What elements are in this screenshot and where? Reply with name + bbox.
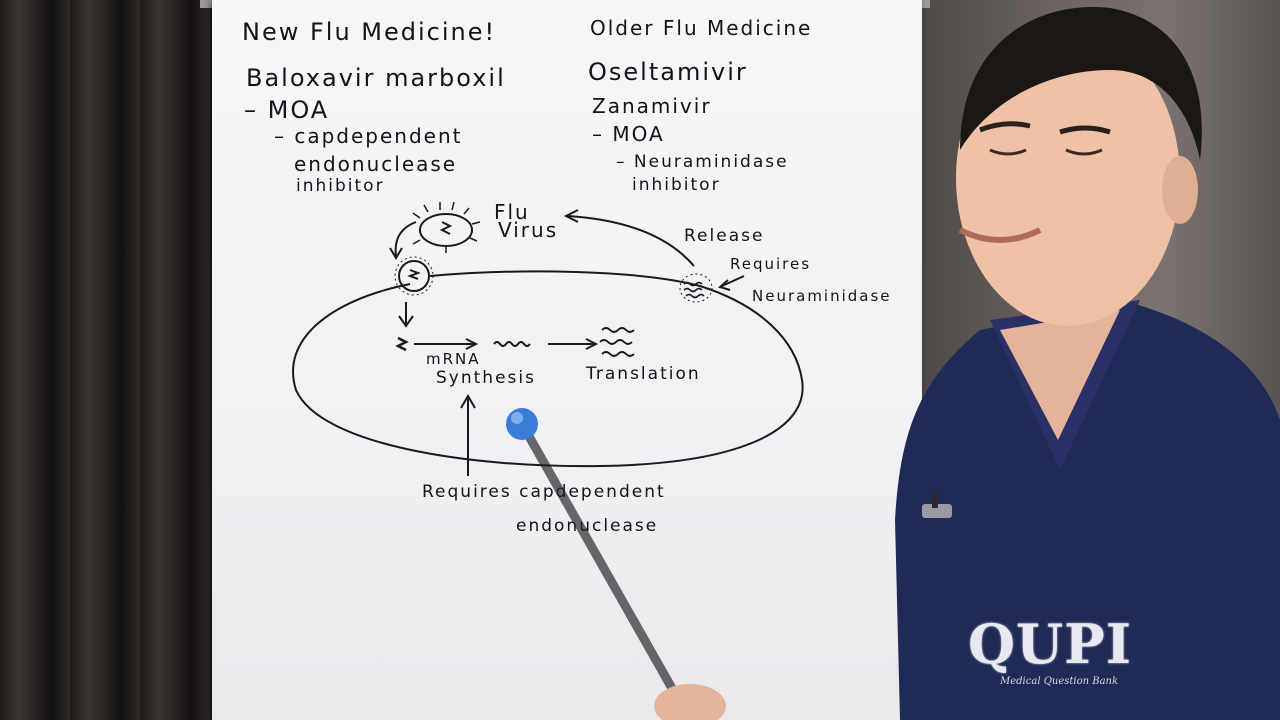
requires-cap-label: Requires capdependent	[422, 482, 666, 502]
pointer-stick	[517, 419, 695, 720]
whiteboard	[212, 0, 922, 720]
qupi-logo: QUPI	[968, 612, 1132, 676]
flu-virus-particle	[412, 201, 481, 253]
mrna-label: mRNA	[426, 350, 481, 368]
pointer-tip	[506, 408, 538, 440]
protein-squiggles-icon	[599, 327, 635, 357]
right-heading: Older Flu Medicine	[590, 16, 813, 40]
presenter-hand	[654, 684, 726, 720]
endonuclease-label: endonuclease	[516, 516, 659, 536]
neuraminidase-label: Neuraminidase	[752, 287, 892, 305]
translation-arrow	[548, 338, 599, 350]
release-arrow	[567, 215, 695, 267]
endonuclease-arrow	[460, 394, 476, 476]
requires-arrow	[717, 275, 745, 291]
right-drug-2: Zanamivir	[592, 94, 712, 118]
left-drug-name: Baloxavir marboxil	[246, 64, 506, 92]
presenter-face	[956, 30, 1180, 326]
left-mechanism-line2: endonuclease	[294, 152, 458, 176]
left-moa-label: – MOA	[244, 96, 330, 124]
right-moa-label: – MOA	[592, 122, 665, 146]
right-drug-1: Oseltamivir	[588, 58, 748, 86]
presenter-mouth	[958, 227, 1042, 243]
curtain-backdrop	[0, 0, 230, 720]
requires-label: Requires	[730, 255, 812, 273]
translation-label: Translation	[586, 364, 701, 384]
release-label: Release	[684, 226, 765, 246]
qupi-logo-tagline: Medical Question Bank	[1000, 676, 1119, 687]
left-heading: New Flu Medicine!	[242, 18, 497, 46]
entry-arrow	[394, 221, 417, 257]
virus-entering-cell	[394, 256, 434, 296]
synthesis-arrow	[414, 338, 479, 350]
presenter-hair	[960, 7, 1202, 160]
mrna-squiggle-icon	[493, 341, 531, 347]
budding-virus	[679, 273, 713, 303]
cell-membrane	[292, 270, 804, 468]
right-mechanism-line2: inhibitor	[632, 175, 721, 195]
left-mechanism-line3: inhibitor	[296, 176, 385, 196]
left-mechanism-line1: – capdependent	[274, 124, 463, 148]
lapel-microphone	[922, 504, 952, 518]
right-mechanism-line1: – Neuraminidase	[616, 152, 789, 172]
viral-rna-icon	[395, 336, 409, 352]
synthesis-label: Synthesis	[436, 368, 536, 388]
down-arrow	[398, 302, 414, 328]
presenter-neck	[1000, 310, 1120, 440]
presenter-scrubs	[895, 300, 1280, 720]
flu-virus-label-1: Flu	[494, 200, 530, 224]
flu-virus-label-2: Virus	[498, 218, 559, 242]
